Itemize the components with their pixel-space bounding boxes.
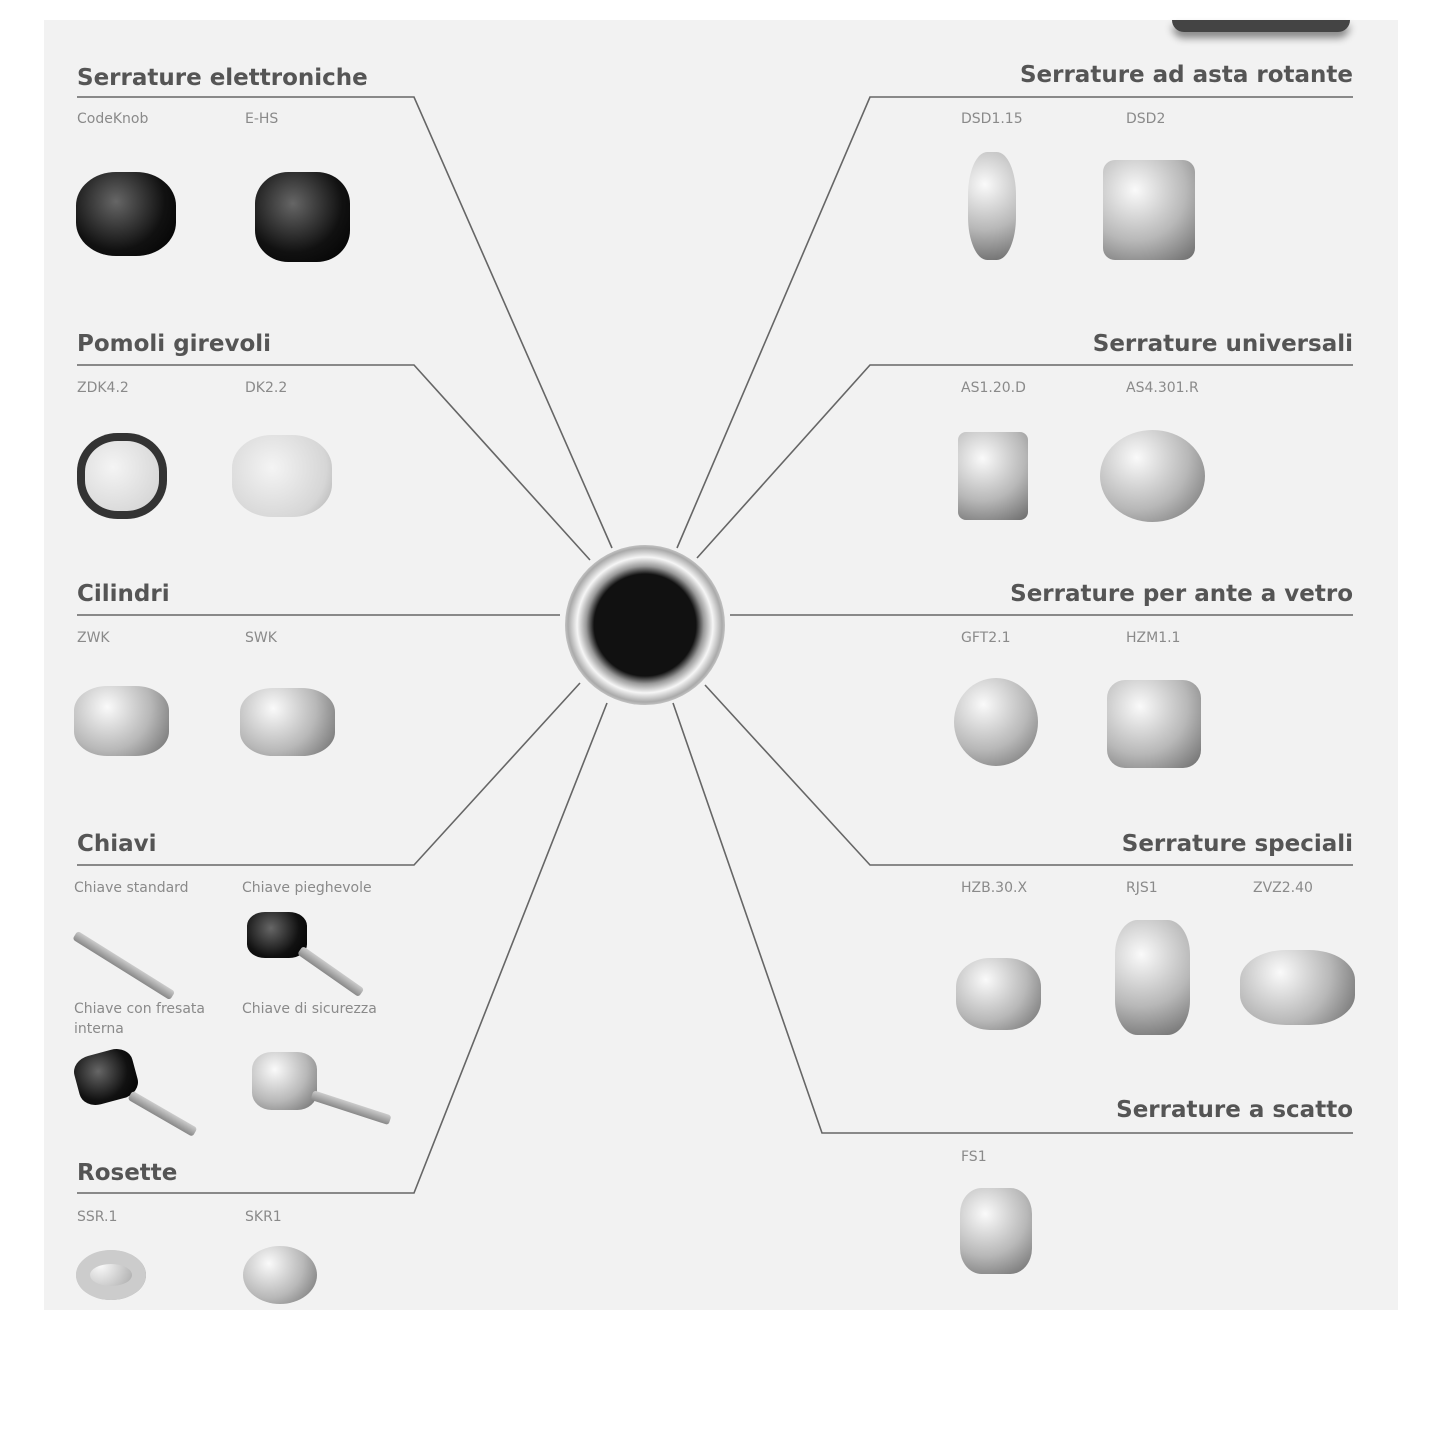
line-pomoli	[77, 364, 591, 561]
codeknob-image[interactable]	[76, 172, 176, 256]
swk-image[interactable]	[240, 688, 335, 756]
product-label[interactable]: RJS1	[1126, 880, 1158, 896]
hzm1-1-image[interactable]	[1107, 680, 1201, 768]
product-label[interactable]: AS4.301.R	[1126, 380, 1199, 396]
product-label[interactable]: SSR.1	[77, 1209, 118, 1225]
product-label[interactable]: DK2.2	[245, 380, 288, 396]
product-label[interactable]: HZB.30.X	[961, 880, 1028, 896]
dk2-2-image[interactable]	[232, 435, 332, 517]
heading-serrature-elettroniche: Serrature elettroniche	[77, 65, 368, 91]
line-universali	[696, 364, 1353, 559]
line-chiavi	[77, 682, 581, 866]
top-tab-shadow	[1172, 20, 1350, 32]
product-label[interactable]: HZM1.1	[1126, 630, 1181, 646]
dsd2-image[interactable]	[1103, 160, 1195, 260]
product-label[interactable]: SKR1	[245, 1209, 282, 1225]
product-label[interactable]: SWK	[245, 630, 277, 646]
product-label[interactable]: GFT2.1	[961, 630, 1011, 646]
product-label[interactable]: DSD1.15	[961, 111, 1023, 127]
product-label[interactable]: AS1.20.D	[961, 380, 1026, 396]
heading-cilindri: Cilindri	[77, 581, 170, 607]
product-label[interactable]: ZVZ2.40	[1253, 880, 1313, 896]
line-speciali	[704, 684, 1353, 866]
product-label[interactable]: CodeKnob	[77, 111, 149, 127]
product-label[interactable]: FS1	[961, 1149, 987, 1165]
line-asta	[676, 96, 1353, 549]
heading-serrature-scatto: Serrature a scatto	[1116, 1097, 1353, 1123]
gft2-1-image[interactable]	[954, 678, 1038, 766]
chiave-sicurezza-head[interactable]	[252, 1052, 317, 1110]
hzb-30-x-image[interactable]	[956, 958, 1041, 1030]
line-elettroniche	[77, 96, 613, 549]
product-label[interactable]: Chiave pieghevole	[242, 880, 372, 896]
heading-chiavi: Chiavi	[77, 831, 157, 857]
product-label[interactable]: ZWK	[77, 630, 110, 646]
product-label[interactable]: E-HS	[245, 111, 279, 127]
central-lock-image	[565, 545, 725, 705]
zdk4-2-image[interactable]	[77, 433, 167, 519]
e-hs-image[interactable]	[255, 172, 350, 262]
heading-rosette: Rosette	[77, 1160, 178, 1186]
as1-20-d-image[interactable]	[958, 432, 1028, 520]
dsd1-15-image[interactable]	[968, 152, 1016, 260]
heading-pomoli-girevoli: Pomoli girevoli	[77, 331, 272, 357]
product-label[interactable]: ZDK4.2	[77, 380, 129, 396]
product-label[interactable]: DSD2	[1126, 111, 1166, 127]
product-label[interactable]: Chiave di sicurezza	[242, 1001, 377, 1017]
heading-serrature-speciali: Serrature speciali	[1121, 831, 1353, 857]
product-label[interactable]: Chiave con fresata interna	[74, 1001, 205, 1037]
zvz2-40-image[interactable]	[1240, 950, 1355, 1025]
as4-301-r-image[interactable]	[1100, 430, 1205, 522]
rjs1-image[interactable]	[1115, 920, 1190, 1035]
heading-serrature-universali: Serrature universali	[1092, 331, 1353, 357]
fs1-image[interactable]	[960, 1188, 1032, 1274]
zwk-image[interactable]	[74, 686, 169, 756]
heading-serrature-ante-vetro: Serrature per ante a vetro	[1010, 581, 1353, 607]
line-scatto	[672, 702, 1353, 1134]
chiave-pieghevole-head[interactable]	[247, 912, 307, 958]
ssr1-image[interactable]	[76, 1250, 146, 1300]
line-rosette	[77, 702, 608, 1194]
heading-serrature-asta-rotante: Serrature ad asta rotante	[1019, 62, 1353, 88]
product-label[interactable]: Chiave standard	[74, 880, 189, 896]
skr1-image[interactable]	[243, 1246, 317, 1304]
